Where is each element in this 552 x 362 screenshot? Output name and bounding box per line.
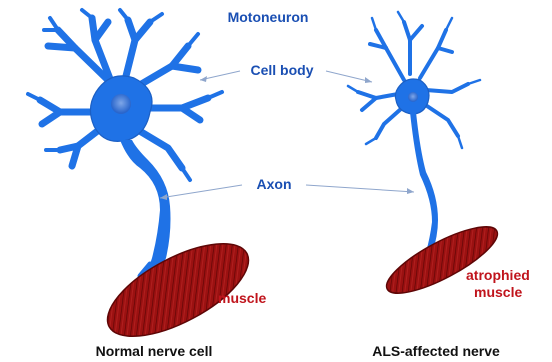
title-label: Motoneuron (228, 9, 309, 25)
als-neuron (348, 12, 480, 262)
axon-label: Axon (257, 176, 292, 192)
atrophied-label-line1: atrophied (466, 267, 530, 283)
muscle-label: muscle (218, 290, 266, 306)
axon-normal (120, 140, 171, 272)
axon-als (410, 112, 438, 254)
cell-body-label: Cell body (250, 62, 313, 78)
nucleus-als (408, 92, 418, 102)
normal-neuron (28, 10, 222, 282)
als-caption: ALS-affected nerve (372, 343, 500, 359)
nucleus-normal (111, 94, 131, 114)
normal-caption: Normal nerve cell (96, 343, 213, 359)
atrophied-label-line2: muscle (474, 284, 522, 300)
